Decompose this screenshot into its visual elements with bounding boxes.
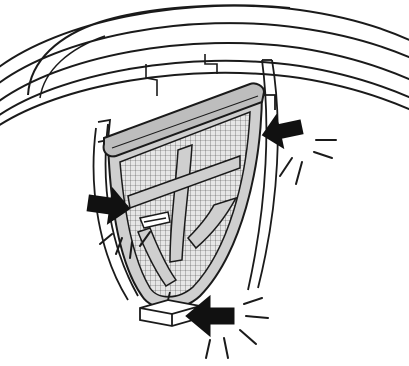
lint-filter-diagram	[0, 0, 409, 366]
